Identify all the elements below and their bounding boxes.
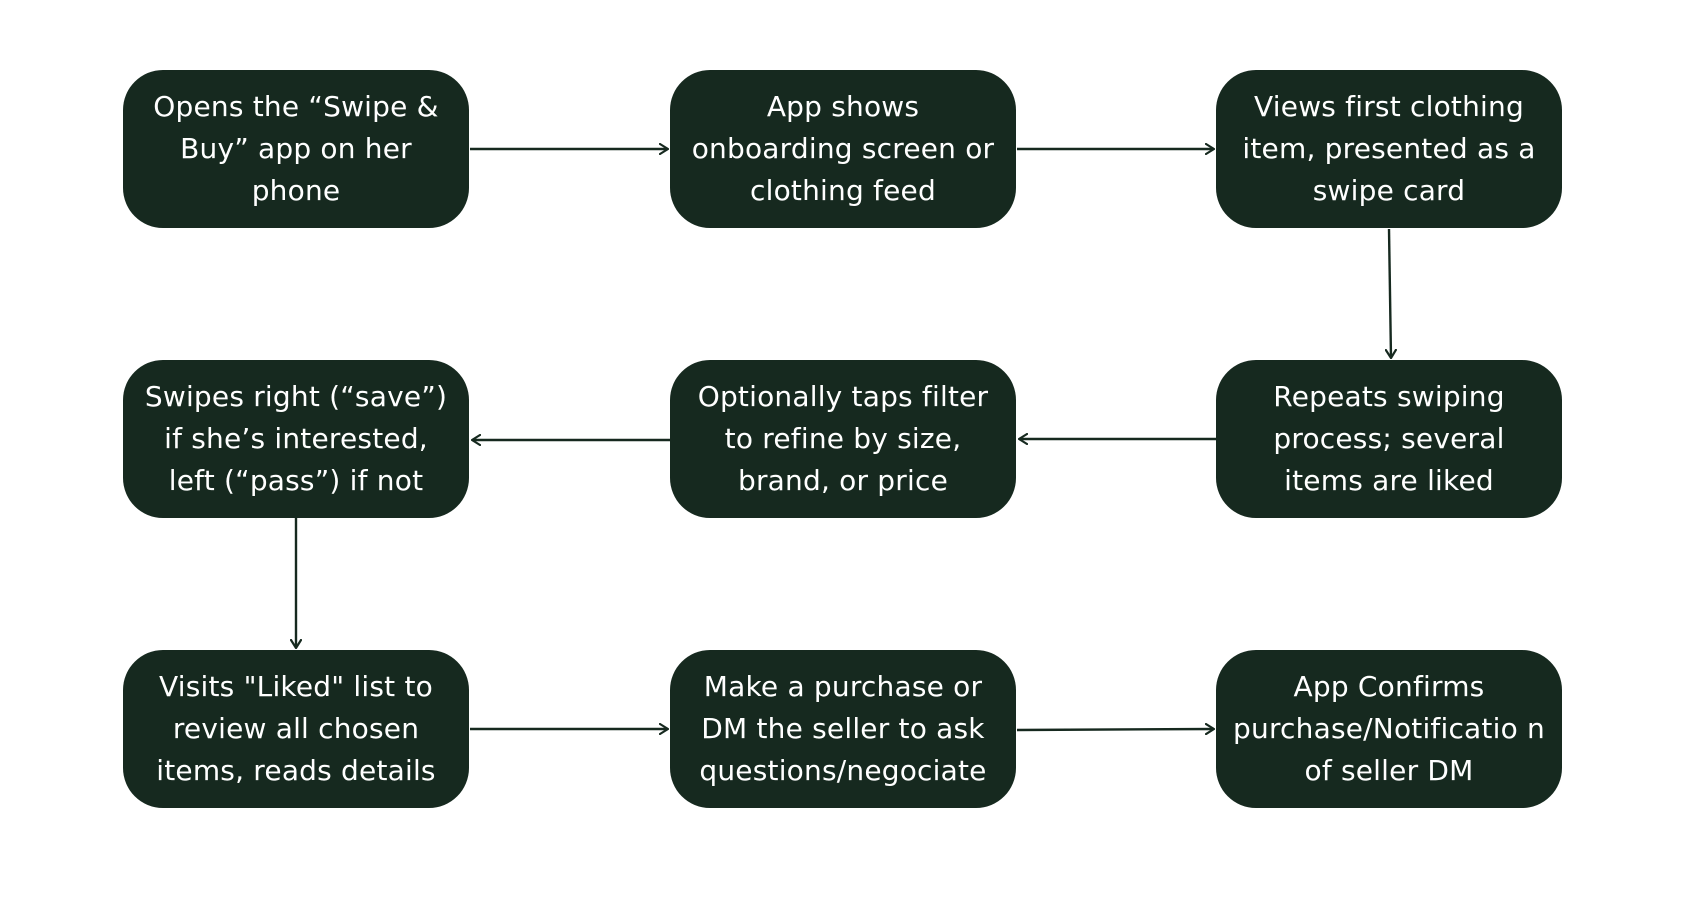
step-label: Repeats swiping process; several items a… <box>1273 380 1505 497</box>
step-label: Views first clothing item, presented as … <box>1242 90 1536 207</box>
step-node-swipe: Swipes right (“save”) if she’s intereste… <box>123 360 469 518</box>
step-label: Swipes right (“save”) if she’s intereste… <box>144 380 448 497</box>
step-label: App shows onboarding screen or clothing … <box>691 90 995 207</box>
step-label: Visits "Liked" list to review all chosen… <box>156 670 436 787</box>
step-label: Optionally taps filter to refine by size… <box>697 380 989 497</box>
step-node-view-first-item: Views first clothing item, presented as … <box>1216 70 1562 228</box>
step-node-filter: Optionally taps filter to refine by size… <box>670 360 1016 518</box>
step-node-purchase-or-dm: Make a purchase or DM the seller to ask … <box>670 650 1016 808</box>
step-node-liked-list: Visits "Liked" list to review all chosen… <box>123 650 469 808</box>
step-node-open-app: Opens the “Swipe & Buy” app on her phone <box>123 70 469 228</box>
arrow-step8-to-step9 <box>1016 729 1214 730</box>
step-label: App Confirms purchase/Notificatio n of s… <box>1233 670 1545 787</box>
step-label: Make a purchase or DM the seller to ask … <box>699 670 987 787</box>
step-node-confirmation: App Confirms purchase/Notificatio n of s… <box>1216 650 1562 808</box>
step-node-onboarding: App shows onboarding screen or clothing … <box>670 70 1016 228</box>
step-label: Opens the “Swipe & Buy” app on her phone <box>153 90 439 207</box>
arrow-step3-to-step4 <box>1389 228 1391 358</box>
step-node-repeat-swiping: Repeats swiping process; several items a… <box>1216 360 1562 518</box>
